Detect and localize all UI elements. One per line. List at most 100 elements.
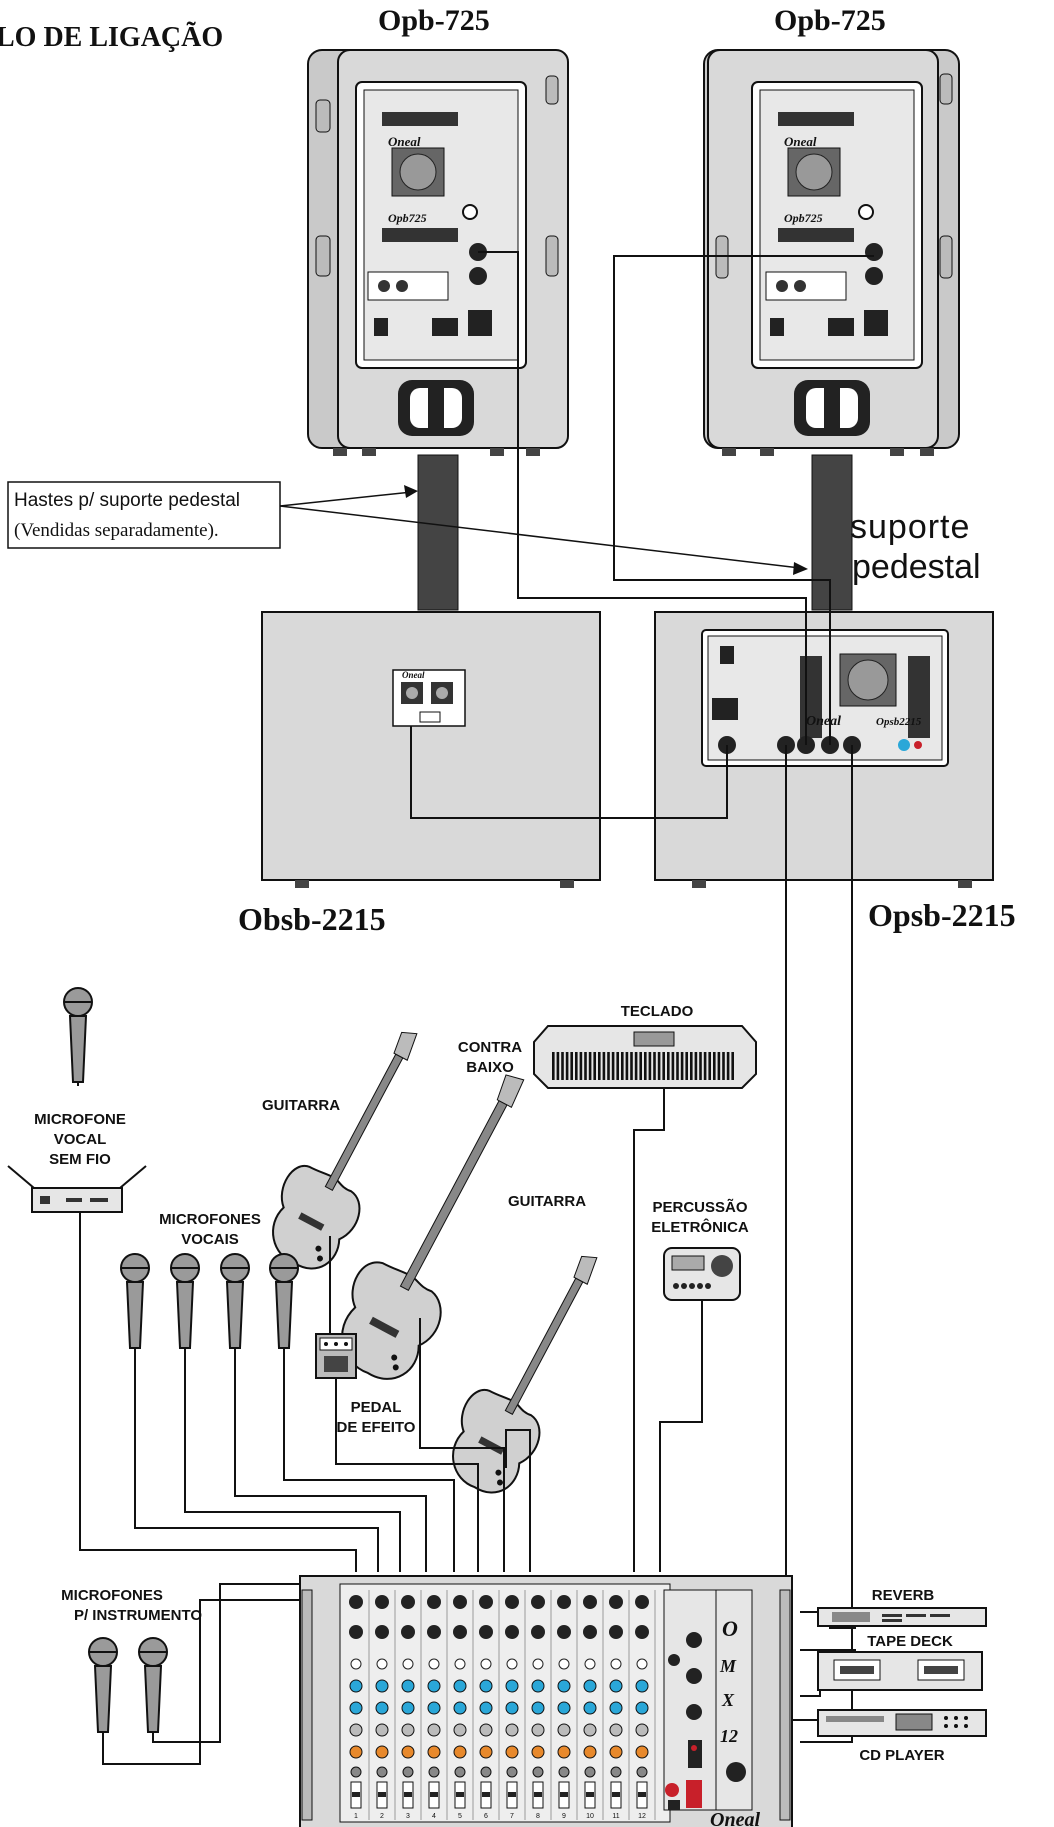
eq-knob[interactable] xyxy=(531,1679,545,1693)
aux-knob[interactable] xyxy=(583,1723,597,1737)
gain-knob[interactable] xyxy=(350,1658,362,1670)
pan-knob[interactable] xyxy=(428,1766,440,1778)
pan-knob[interactable] xyxy=(350,1766,362,1778)
mixer-line-jack[interactable] xyxy=(531,1625,545,1639)
eq-knob[interactable] xyxy=(557,1701,571,1715)
aux-knob[interactable] xyxy=(401,1723,415,1737)
effect-knob[interactable] xyxy=(609,1745,623,1759)
mixer-line-jack[interactable] xyxy=(349,1625,363,1639)
gain-knob[interactable] xyxy=(376,1658,388,1670)
source-wiring xyxy=(79,1088,856,1765)
eq-knob[interactable] xyxy=(479,1701,493,1715)
mixer-input-jack[interactable] xyxy=(427,1595,441,1609)
eq-knob[interactable] xyxy=(531,1701,545,1715)
pan-knob[interactable] xyxy=(454,1766,466,1778)
effect-knob[interactable] xyxy=(375,1745,389,1759)
mixer-input-jack[interactable] xyxy=(375,1595,389,1609)
effect-knob[interactable] xyxy=(531,1745,545,1759)
effect-knob[interactable] xyxy=(401,1745,415,1759)
eq-knob[interactable] xyxy=(453,1679,467,1693)
effect-knob[interactable] xyxy=(349,1745,363,1759)
mixer-input-jack[interactable] xyxy=(583,1595,597,1609)
mixer-input-jack[interactable] xyxy=(609,1595,623,1609)
aux-knob[interactable] xyxy=(479,1723,493,1737)
eq-knob[interactable] xyxy=(349,1701,363,1715)
pan-knob[interactable] xyxy=(480,1766,492,1778)
mixer-input-jack[interactable] xyxy=(531,1595,545,1609)
gain-knob[interactable] xyxy=(584,1658,596,1670)
eq-knob[interactable] xyxy=(609,1701,623,1715)
aux-knob[interactable] xyxy=(427,1723,441,1737)
guitar-2-label: GUITARRA xyxy=(508,1193,586,1210)
eq-knob[interactable] xyxy=(479,1679,493,1693)
eq-knob[interactable] xyxy=(583,1701,597,1715)
mixer-line-jack[interactable] xyxy=(375,1625,389,1639)
mixer-input-jack[interactable] xyxy=(349,1595,363,1609)
eq-knob[interactable] xyxy=(375,1701,389,1715)
eq-knob[interactable] xyxy=(427,1701,441,1715)
eq-knob[interactable] xyxy=(583,1679,597,1693)
mixer-line-jack[interactable] xyxy=(635,1625,649,1639)
aux-knob[interactable] xyxy=(453,1723,467,1737)
gain-knob[interactable] xyxy=(532,1658,544,1670)
mixer-line-jack[interactable] xyxy=(557,1625,571,1639)
pan-knob[interactable] xyxy=(506,1766,518,1778)
pan-knob[interactable] xyxy=(376,1766,388,1778)
eq-knob[interactable] xyxy=(505,1701,519,1715)
effect-knob[interactable] xyxy=(453,1745,467,1759)
eq-knob[interactable] xyxy=(609,1679,623,1693)
eq-knob[interactable] xyxy=(635,1701,649,1715)
mixer-input-jack[interactable] xyxy=(453,1595,467,1609)
mixer-input-jack[interactable] xyxy=(479,1595,493,1609)
effect-knob[interactable] xyxy=(479,1745,493,1759)
mixer-line-jack[interactable] xyxy=(583,1625,597,1639)
eq-knob[interactable] xyxy=(401,1679,415,1693)
pan-knob[interactable] xyxy=(558,1766,570,1778)
aux-knob[interactable] xyxy=(635,1723,649,1737)
aux-knob[interactable] xyxy=(375,1723,389,1737)
mixer-input-jack[interactable] xyxy=(505,1595,519,1609)
pan-knob[interactable] xyxy=(610,1766,622,1778)
gain-knob[interactable] xyxy=(610,1658,622,1670)
pan-knob[interactable] xyxy=(532,1766,544,1778)
effect-knob[interactable] xyxy=(505,1745,519,1759)
mixer-line-jack[interactable] xyxy=(609,1625,623,1639)
eq-knob[interactable] xyxy=(505,1679,519,1693)
mixer-line-jack[interactable] xyxy=(479,1625,493,1639)
eq-knob[interactable] xyxy=(557,1679,571,1693)
aux-knob[interactable] xyxy=(557,1723,571,1737)
pan-knob[interactable] xyxy=(636,1766,648,1778)
eq-knob[interactable] xyxy=(635,1679,649,1693)
mixer-line-jack[interactable] xyxy=(505,1625,519,1639)
gain-knob[interactable] xyxy=(402,1658,414,1670)
mixer-input-jack[interactable] xyxy=(557,1595,571,1609)
mixer-input-jack[interactable] xyxy=(635,1595,649,1609)
gain-knob[interactable] xyxy=(454,1658,466,1670)
eq-knob[interactable] xyxy=(375,1679,389,1693)
mixer-line-jack[interactable] xyxy=(427,1625,441,1639)
eq-knob[interactable] xyxy=(401,1701,415,1715)
pan-knob[interactable] xyxy=(402,1766,414,1778)
gain-knob[interactable] xyxy=(506,1658,518,1670)
pan-knob[interactable] xyxy=(584,1766,596,1778)
eq-knob[interactable] xyxy=(453,1701,467,1715)
gain-knob[interactable] xyxy=(558,1658,570,1670)
aux-knob[interactable] xyxy=(609,1723,623,1737)
aux-knob[interactable] xyxy=(531,1723,545,1737)
effect-knob[interactable] xyxy=(427,1745,441,1759)
aux-knob[interactable] xyxy=(505,1723,519,1737)
mixer-line-jack[interactable] xyxy=(453,1625,467,1639)
keyboard-key xyxy=(671,1052,675,1080)
eq-knob[interactable] xyxy=(427,1679,441,1693)
gain-knob[interactable] xyxy=(480,1658,492,1670)
gain-knob[interactable] xyxy=(636,1658,648,1670)
effect-knob[interactable] xyxy=(583,1745,597,1759)
gain-knob[interactable] xyxy=(428,1658,440,1670)
stand-label-line-1: suporte xyxy=(850,508,970,546)
eq-knob[interactable] xyxy=(349,1679,363,1693)
mixer-line-jack[interactable] xyxy=(401,1625,415,1639)
mixer-input-jack[interactable] xyxy=(401,1595,415,1609)
aux-knob[interactable] xyxy=(349,1723,363,1737)
effect-knob[interactable] xyxy=(635,1745,649,1759)
effect-knob[interactable] xyxy=(557,1745,571,1759)
